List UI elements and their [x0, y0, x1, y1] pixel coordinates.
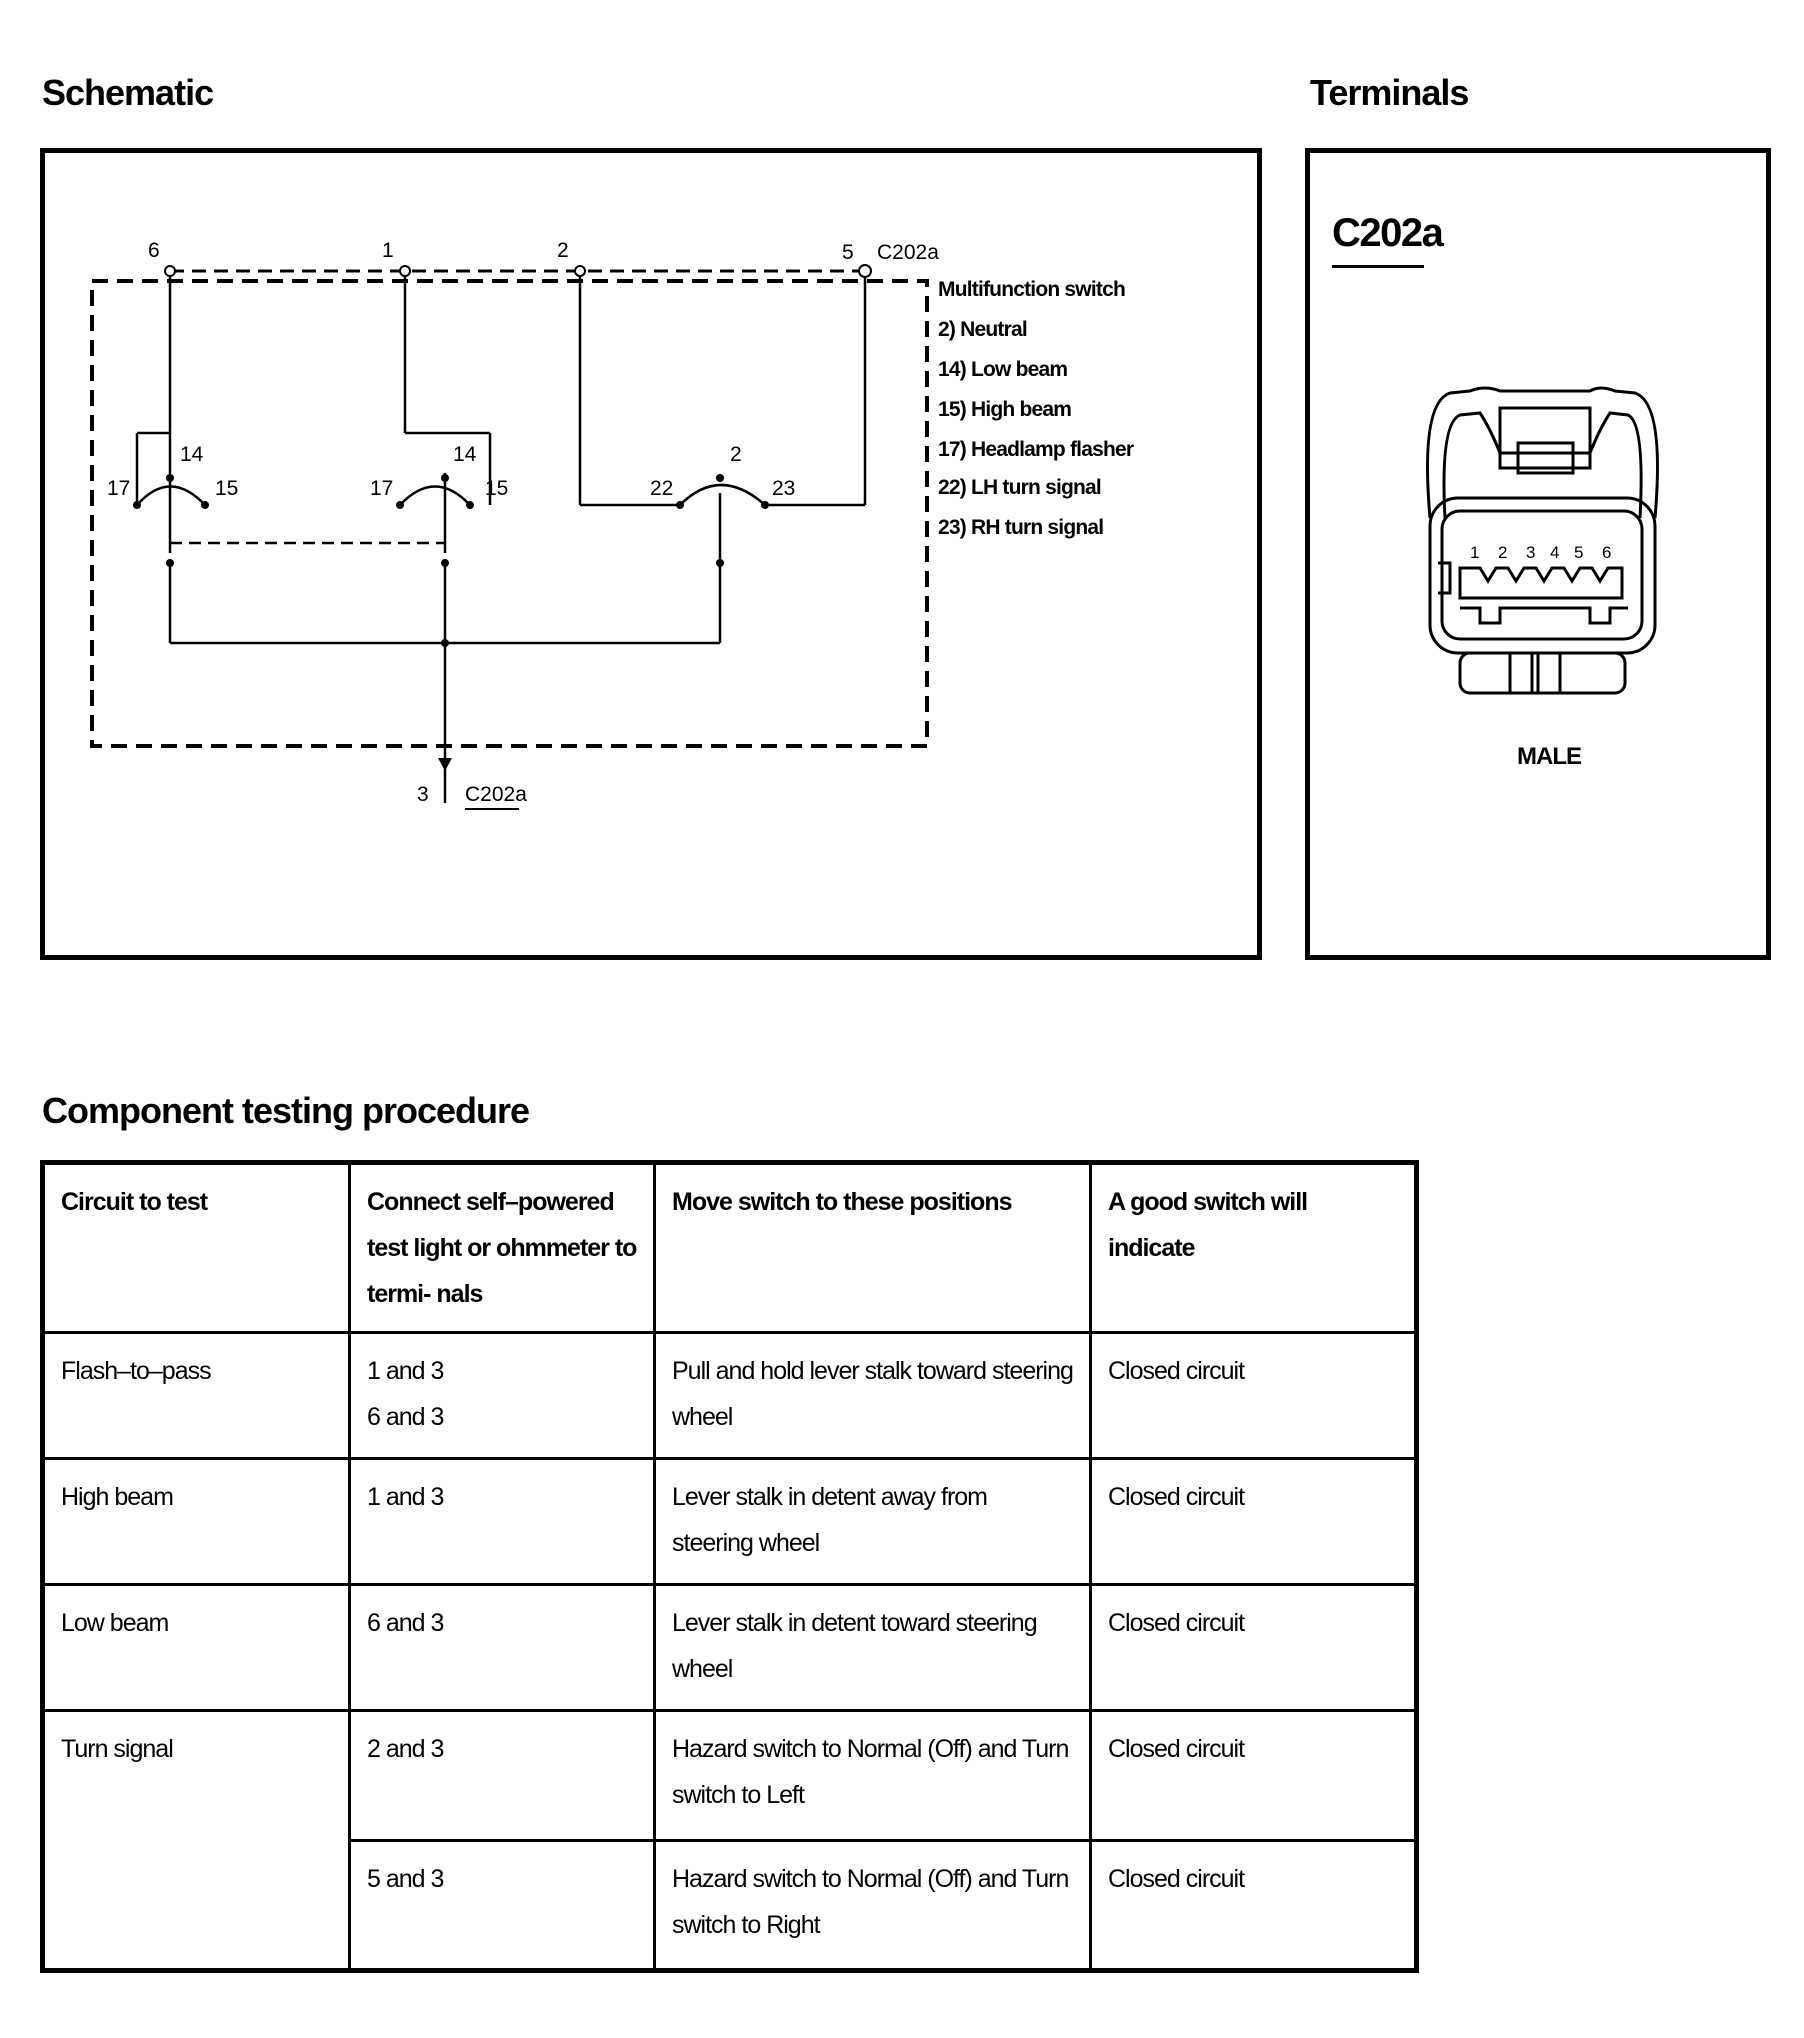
header-circuit: Circuit to test [41, 1161, 351, 1334]
terminal-pin-3: 3 [1526, 543, 1535, 562]
connector-title-underline [1332, 265, 1424, 268]
cell-circuit: Turn signal [41, 1709, 351, 1972]
switch1-contact-15: 15 [215, 477, 238, 500]
cell-indicate: Closed circuit [1089, 1457, 1418, 1586]
switch3-contact-2: 2 [730, 443, 742, 466]
switch3-contact-22: 22 [650, 477, 673, 500]
table-header-row: Circuit to test Connect self–powered tes… [41, 1161, 1418, 1334]
cell-positions: Lever stalk in detent toward steering wh… [653, 1583, 1092, 1712]
header-terminals: Connect self–powered test light or ohmme… [348, 1161, 656, 1334]
pin-2-label: 2 [557, 239, 569, 262]
table-row: Turn signal 2 and 3 Hazard switch to Nor… [41, 1709, 1418, 1972]
header-positions: Move switch to these positions [653, 1161, 1092, 1334]
legend-line: 22) LH turn signal [938, 476, 1102, 499]
cell-positions: Lever stalk in detent away from steering… [653, 1457, 1092, 1586]
switch2-contact-15: 15 [485, 477, 508, 500]
legend-line: 17) Headlamp flasher [938, 438, 1134, 461]
legend-line: Multifunction switch [938, 278, 1126, 301]
cell-circuit: High beam [41, 1457, 351, 1586]
terminal-pin-4: 4 [1550, 543, 1559, 562]
connector-label-bottom: C202a [465, 783, 527, 806]
terminals-heading: Terminals [1310, 72, 1469, 113]
pin-1-label: 1 [382, 239, 394, 262]
schematic-diagram: 6 1 2 5 C202a 3 C202a 17 14 15 17 14 15 … [90, 239, 939, 810]
switch1-contact-17: 17 [107, 477, 130, 500]
testing-procedure-table: Circuit to test Connect self–powered tes… [40, 1160, 1419, 1973]
cell-indicate: Closed circuit [1089, 1709, 1418, 1842]
table-row: 5 and 3 Hazard switch to Normal (Off) an… [43, 1839, 1418, 1972]
connector-face-drawing: 1 2 3 4 5 6 [1426, 386, 1659, 695]
terminal-pair: 6 and 3 [367, 1403, 444, 1431]
header-indicate: A good switch will indicate [1089, 1161, 1418, 1334]
terminal-pin-5: 5 [1574, 543, 1583, 562]
pin-5-label: 5 [842, 241, 854, 264]
legend-line: 23) RH turn signal [938, 516, 1104, 539]
cell-indicate: Closed circuit [1089, 1583, 1418, 1712]
terminal-pair: 6 and 3 [367, 1609, 444, 1637]
terminal-pair: 2 and 3 [367, 1735, 444, 1763]
cell-positions: Hazard switch to Normal (Off) and Turn s… [653, 1709, 1092, 1842]
terminal-pin-1: 1 [1470, 543, 1479, 562]
terminal-pin-6: 6 [1602, 543, 1611, 562]
table-row: High beam 1 and 3 Lever stalk in detent … [41, 1457, 1418, 1586]
pin-6-label: 6 [148, 239, 160, 262]
cell-terminals: 5 and 3 [348, 1839, 656, 1972]
connector-label-top: C202a [877, 241, 939, 264]
switch-housing-outline [90, 279, 929, 748]
table-row: Flash–to–pass 1 and 3 6 and 3 Pull and h… [41, 1331, 1418, 1460]
pin-3-label: 3 [417, 783, 429, 806]
cell-terminals: 6 and 3 [348, 1583, 656, 1712]
connector-title: C202a [1332, 211, 1444, 255]
switch3-contact-23: 23 [772, 477, 795, 500]
table-row: Low beam 6 and 3 Lever stalk in detent t… [41, 1583, 1418, 1712]
schematic-panel: 6 1 2 5 C202a 3 C202a 17 14 15 17 14 15 … [40, 148, 1262, 960]
procedure-heading: Component testing procedure [42, 1090, 530, 1131]
terminal-pin-2: 2 [1498, 543, 1507, 562]
switch2-contact-17: 17 [370, 477, 393, 500]
cell-terminals: 2 and 3 [348, 1709, 656, 1842]
cell-circuit: Flash–to–pass [41, 1331, 351, 1460]
cell-indicate: Closed circuit [1089, 1331, 1418, 1460]
legend-line: 14) Low beam [938, 358, 1068, 381]
terminal-pair: 1 and 3 [367, 1483, 444, 1511]
legend-line: 15) High beam [938, 398, 1072, 421]
terminal-pair: 1 and 3 [367, 1357, 444, 1385]
cell-positions: Pull and hold lever stalk toward steerin… [653, 1331, 1092, 1460]
cell-indicate: Closed circuit [1089, 1839, 1418, 1972]
switch1-contact-14: 14 [180, 443, 204, 466]
cell-terminals: 1 and 3 [348, 1457, 656, 1586]
terminals-panel: C202a 1 2 3 4 5 6 MALE [1305, 148, 1771, 960]
cell-terminals: 1 and 3 6 and 3 [348, 1331, 656, 1460]
cell-positions: Hazard switch to Normal (Off) and Turn s… [653, 1839, 1092, 1972]
switch2-contact-14: 14 [453, 443, 477, 466]
connector-gender-label: MALE [1517, 743, 1582, 770]
cell-circuit: Low beam [41, 1583, 351, 1712]
terminal-pair: 5 and 3 [367, 1865, 444, 1893]
legend-line: 2) Neutral [938, 318, 1028, 341]
schematic-heading: Schematic [42, 72, 214, 113]
